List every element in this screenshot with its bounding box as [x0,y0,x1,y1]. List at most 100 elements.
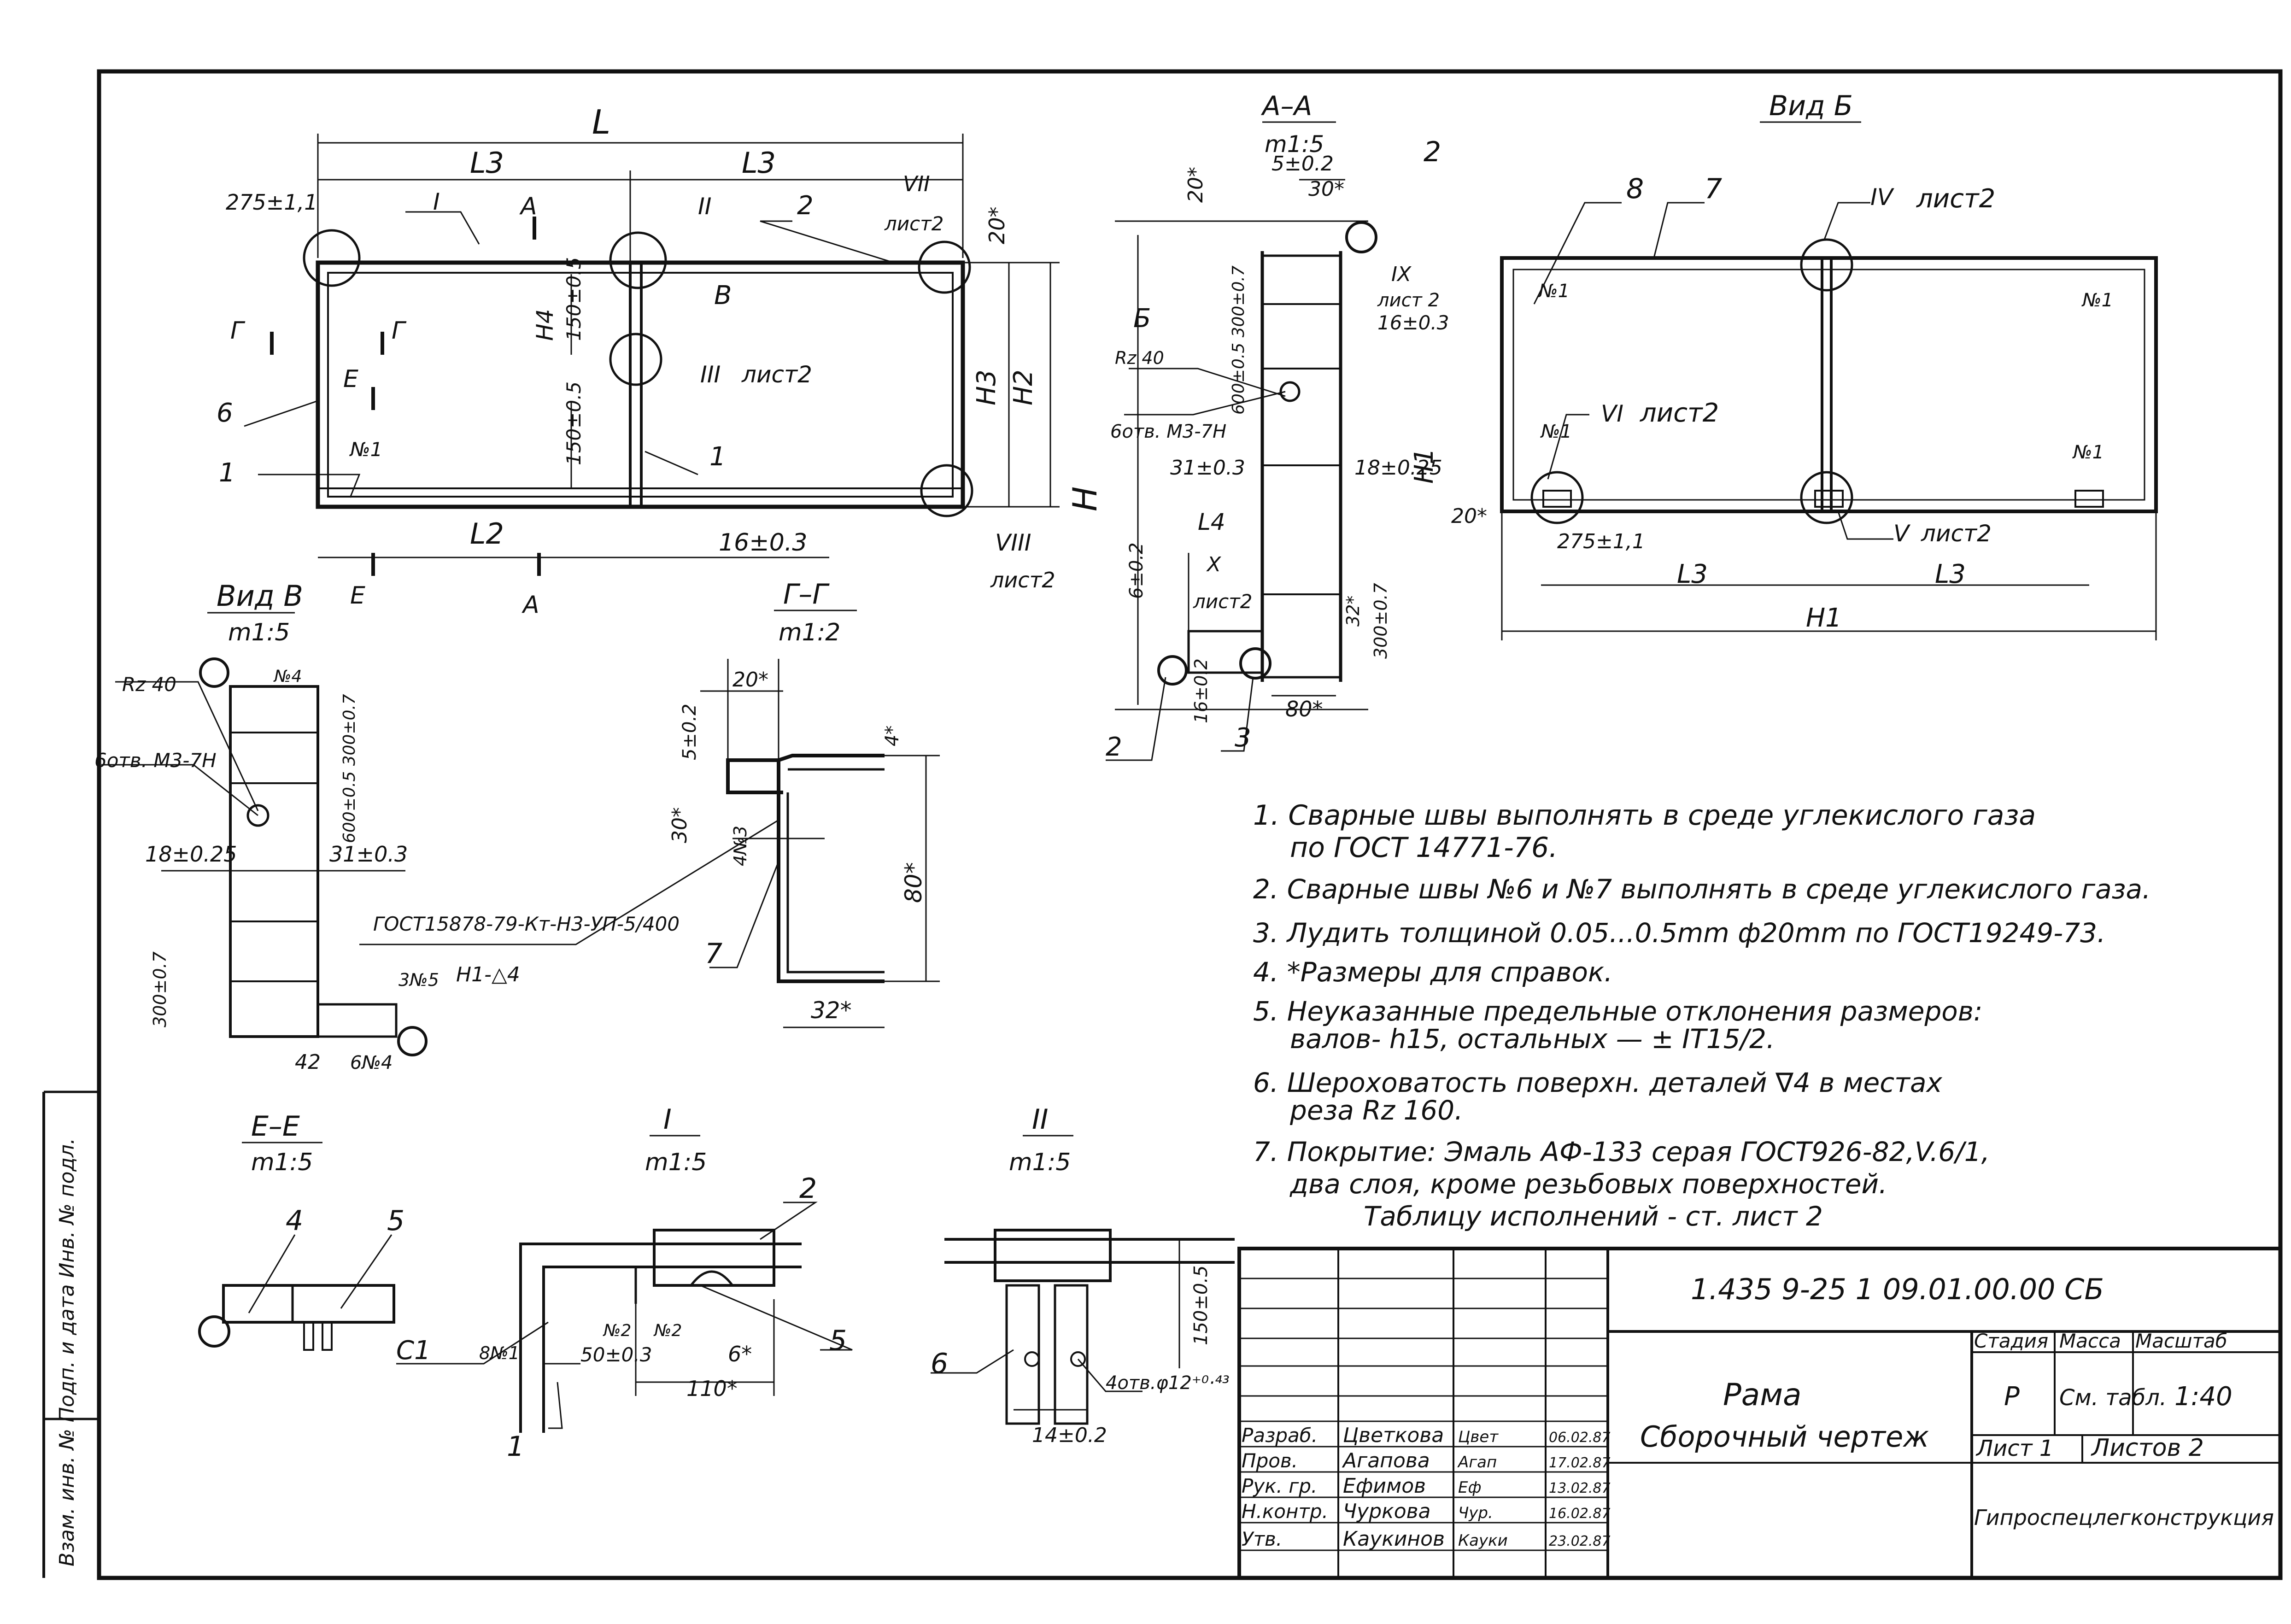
label-aa-16: 16±0.3 [1377,311,1449,334]
note-6: 6. Шероховатость поверхн. деталей ∇4 в м… [1253,1067,1942,1098]
note-4: 4. *Размеры для справок. [1253,956,1612,988]
gg-profile [726,758,885,983]
scale-EE: m1:5 [251,1149,313,1176]
callout-VII-sheet: лист2 [884,212,943,235]
main-frame-view: L L3 L3 L2 16±0.3 275±1,1 20* H2 H3 H4 1… [217,103,1104,619]
name: Агапова [1342,1449,1430,1472]
label-L3-right: L3 [742,146,776,180]
view-v-42: 42 [295,1050,321,1074]
signature-row: Разраб. Цветкова Цвет 06.02.87 [1242,1424,1611,1447]
callout-IV: IV [1870,184,1895,211]
signature: Агап [1457,1453,1497,1472]
role: Утв. [1242,1528,1282,1550]
detail-I-pos1: 1 [507,1431,524,1463]
callout-circle-I [303,229,361,287]
view-v-holes: 6отв. M3-7H [94,749,217,772]
callout-circle-IV [1800,238,1853,292]
drawing-name: Рама [1723,1377,1801,1413]
label-L2: L2 [470,517,504,551]
view-arrow-B: В [714,281,732,311]
label-L: L [592,103,610,141]
label-H2: H2 [1008,369,1038,405]
callout-circle-V [1800,471,1853,524]
note-3: 3. Лудить толщиной 0.05...0.5mm ф20mm по… [1253,917,2105,949]
scale-detail-I: m1:5 [645,1149,707,1176]
label-dim-20: 20* [984,206,1009,244]
detail-II-pos6: 6 [931,1348,948,1380]
section-mark-A-bottom: A [521,591,539,619]
view-v-rz: Rz 40 [122,673,176,696]
label-dim-16: 16±0.3 [719,529,807,557]
label-aa-L4: L4 [1198,509,1225,535]
section-mark-E-bottom: E [350,582,365,610]
view-v-weld-h1: Н1-△4 [456,963,520,986]
label-aa-view-B: Б [1133,304,1151,334]
callout-label-III: III [700,361,721,388]
signature-row: Пров. Агапова Агап 17.02.87 [1242,1449,1611,1472]
detail-II: II m1:5 6 150±0.5 4отв.φ12⁺⁰·⁴³ 14±0.2 [931,1103,1235,1447]
callout-circle-II [609,231,667,289]
label-aa-rz: Rz 40 [1115,348,1164,368]
label-dim-275: 275±1,1 [226,190,318,215]
weld-circle-top [1345,221,1377,253]
mass-header: Масса [2059,1330,2121,1352]
note-5: 5. Неуказанные предельные отклонения раз… [1253,996,1982,1027]
mass-value: См. табл. [2059,1385,2167,1411]
gg-80: 80* [900,862,927,903]
scale-GG: m1:2 [779,619,840,646]
label-aa-600: 600±0.5 300±0.7 [1229,265,1248,415]
title-AA: A–A [1260,90,1312,122]
note-5-cont: валов- h15, остальных — ± IT15/2. [1290,1023,1775,1055]
detail-II-14: 14±0.2 [1032,1424,1107,1447]
detail-II-150: 150±0.5 [1190,1266,1212,1345]
name: Чуркова [1343,1500,1431,1523]
view-v-body [229,685,319,1038]
callout-label-I: I [433,188,440,215]
label-aa-pos2-bottom: 2 [1106,732,1122,762]
view-b-weld-1c: №1 [1540,421,1572,442]
callout-V: V [1893,520,1911,547]
margin-text: Взам. инв. № Подп. и дата Инв. № подл. [55,1138,79,1566]
ee-pos4: 4 [286,1205,303,1237]
detail-I-pos5: 5 [829,1325,847,1357]
detail-I-plate [653,1229,775,1287]
callout-label-VII: VII [903,171,930,196]
signature-row: Утв. Каукинов Кауки 23.02.87 [1242,1527,1611,1551]
role: Пров. [1242,1449,1298,1472]
detail-I-6: 6* [728,1342,752,1366]
callout-VI-sheet: лист2 [1640,398,1719,428]
weld-1: №1 [349,438,382,461]
technical-notes: 1. Сварные швы выполнять в среде углекис… [1253,799,2150,1232]
drawing-type: Сборочный чертеж [1640,1420,1929,1454]
scale-detail-II: m1:5 [1009,1149,1071,1176]
note-1-cont: по ГОСТ 14771-76. [1290,832,1558,864]
callout-circle-III [609,333,662,386]
section-mark-G-right: Г [392,317,407,345]
section-EE: E–E m1:5 4 5 [198,1110,404,1351]
label-dim-150-bottom: 150±0.5 [562,381,585,465]
callout-circle-VII [918,240,971,294]
view-b-dim-275: 275±1,1 [1557,530,1645,553]
label-H3: H3 [972,369,1002,405]
signature: Цвет [1458,1428,1499,1446]
title-block: 1.435 9-25 1 09.01.00.00 СБ Рама Сборочн… [1237,1247,2282,1580]
detail-II-plate [994,1229,1112,1282]
note-7-table-ref: Таблицу исполнений - ст. лист 2 [1364,1201,1823,1232]
callout-circle-VIII [920,464,973,517]
detail-I-weld2b: №2 [653,1321,682,1340]
view-v-weld4: №4 [273,667,302,686]
detail-I: I m1:5 2 5 1 C1 8№1 №2 №2 50±0.3 6* 110* [396,1103,853,1463]
signature-row: Рук. гр. Ефимов Еф 13.02.87 [1242,1474,1611,1498]
callout-label-VIII: VIII [995,529,1031,556]
title-GG: Г–Г [783,578,830,610]
view-b-pos7: 7 [1705,173,1722,205]
label-aa-16b: 16±0.2 [1191,658,1211,723]
label-aa-H1: H1 [1409,448,1439,484]
name: Каукинов [1343,1527,1445,1551]
label-aa-30: 30* [1308,177,1344,201]
label-aa-pos3: 3 [1235,723,1251,753]
callout-X-sheet: лист2 [1193,590,1252,613]
sheet-frame [97,69,2283,1580]
section-mark-A-top: A [519,193,537,220]
note-6-cont: реза Rz 160. [1289,1095,1463,1126]
